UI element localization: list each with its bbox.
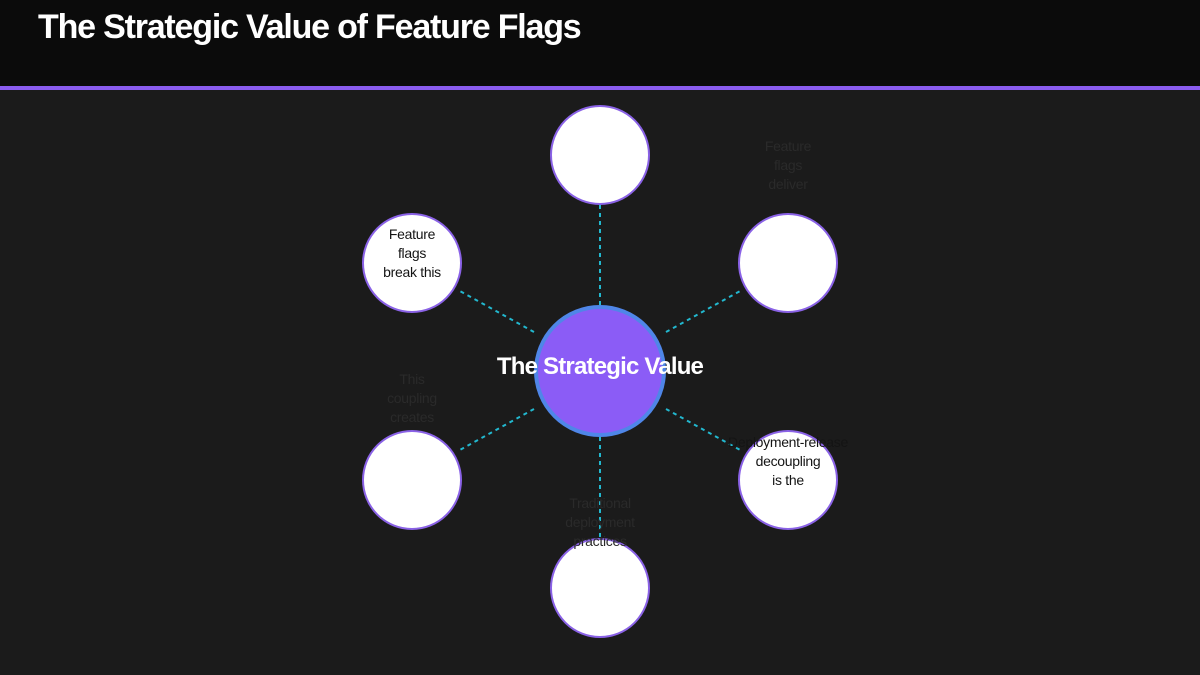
outside-label-bottom: Traditional deployment practices	[565, 495, 635, 549]
hub-circle	[534, 305, 666, 437]
node-top-left	[362, 213, 462, 313]
node-top	[550, 105, 650, 205]
outside-label-bottom-left: This coupling creates	[387, 371, 437, 425]
node-bottom-left	[362, 430, 462, 530]
node-bottom	[550, 538, 650, 638]
outside-label-top-right: Feature flags deliver	[764, 138, 812, 192]
connector-bottom-right	[665, 408, 743, 452]
accent-divider	[0, 86, 1200, 90]
header-bar: The Strategic Value of Feature Flags	[0, 0, 1200, 86]
node-top-right	[738, 213, 838, 313]
connector-top-left	[457, 289, 535, 333]
node-label-bottom-right: Deployment-release decoupling is the	[728, 434, 848, 488]
connector-bottom-left	[457, 408, 535, 452]
node-label-top-left: Feature flags break this	[383, 226, 441, 280]
slide-title: The Strategic Value of Feature Flags	[38, 8, 582, 46]
node-bottom-right	[738, 430, 838, 530]
connector-top-right	[665, 289, 743, 333]
hub-label: The Strategic Value	[496, 353, 704, 380]
